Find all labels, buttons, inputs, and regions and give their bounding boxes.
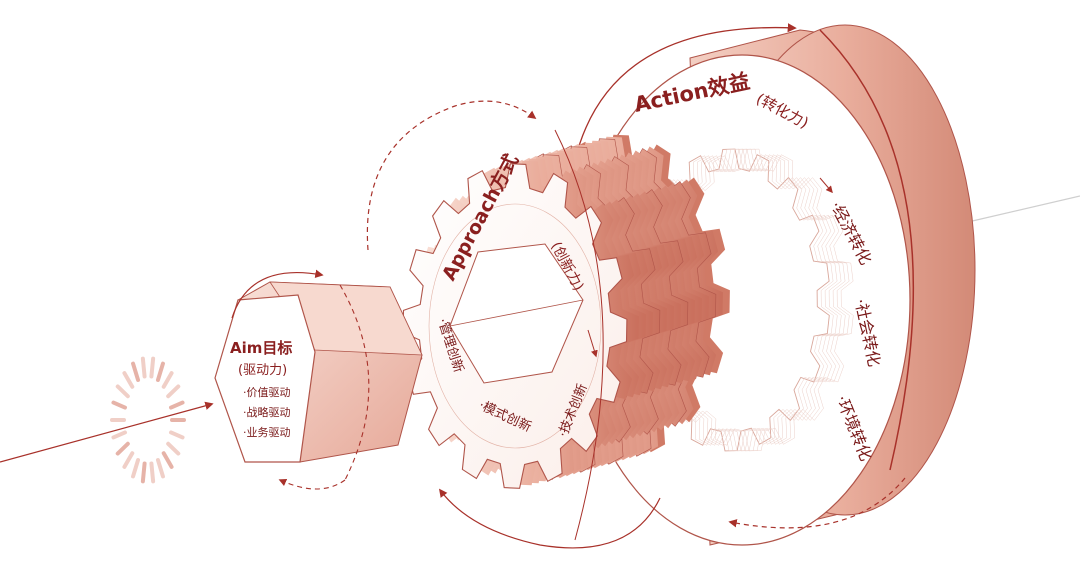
start-ray	[115, 384, 130, 399]
start-ray	[115, 441, 130, 456]
start-ray	[140, 461, 147, 484]
start-ray	[122, 371, 135, 389]
start-ray	[155, 458, 165, 479]
aim-item-business: ·业务驱动	[243, 426, 291, 439]
approach-bottom-arrow	[438, 488, 661, 549]
start-ray	[161, 451, 174, 469]
aim-title: Aim目标	[230, 339, 292, 357]
start-ray	[131, 361, 141, 382]
approach-top-arrow	[366, 100, 537, 251]
aim-bottom-arrow	[278, 479, 346, 490]
start-circle-rays	[110, 356, 186, 484]
start-ray	[149, 461, 156, 484]
start-ray	[155, 361, 165, 382]
aim-item-strategy: ·战略驱动	[243, 405, 291, 419]
aim-top-arrow	[231, 269, 324, 319]
approach-gear	[366, 100, 730, 549]
approach-gear-inner-ring	[428, 203, 602, 449]
start-ray	[149, 356, 156, 379]
aim-hexagon-prism	[214, 269, 423, 490]
start-ray	[111, 430, 127, 440]
start-ray	[166, 384, 181, 399]
start-ray	[161, 371, 174, 389]
start-ray	[166, 441, 181, 456]
axis-line-left	[0, 401, 214, 463]
action-bottom-arrow	[728, 477, 906, 529]
axis-line-right	[967, 195, 1080, 223]
aim-item-value: ·价值驱动	[243, 386, 291, 399]
start-ray	[122, 451, 135, 469]
start-ray	[111, 400, 127, 410]
start-ray	[169, 400, 185, 410]
start-ray	[131, 458, 141, 479]
aim-subtitle: (驱动力)	[238, 363, 287, 378]
aim-front-face	[214, 294, 316, 463]
start-ray	[140, 356, 147, 379]
action-top-arrow	[574, 23, 797, 161]
aim-right-dashed-arc	[339, 284, 370, 481]
start-ray	[169, 430, 185, 440]
